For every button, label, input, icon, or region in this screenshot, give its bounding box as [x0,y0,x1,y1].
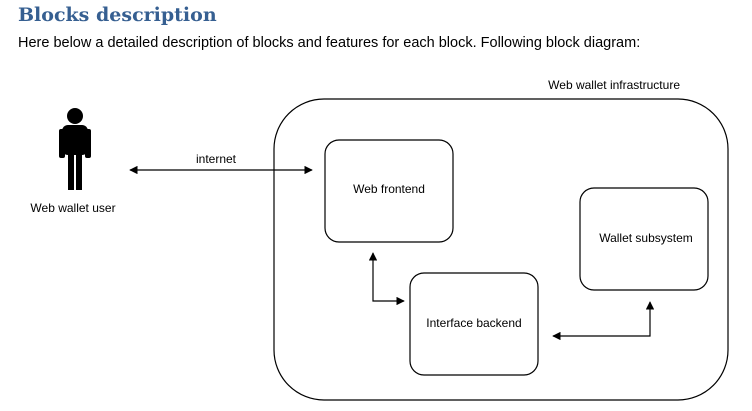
interface-backend-block [409,272,539,376]
backend-wallet-arrow [552,301,655,341]
web-frontend-label: Web frontend [353,182,425,196]
section-heading: Blocks description [18,4,217,26]
interface-backend-label: Interface backend [426,316,521,330]
wallet-subsystem-block [579,187,709,291]
intro-paragraph: Here below a detailed description of blo… [18,35,641,51]
internet-label: internet [196,152,237,166]
infrastructure-label: Web wallet infrastructure [548,78,680,92]
frontend-backend-arrow [368,252,405,306]
user-icon [59,108,91,190]
user-label: Web wallet user [30,201,115,215]
web-frontend-block [324,139,454,243]
infrastructure-container [273,98,729,401]
wallet-subsystem-label: Wallet subsystem [599,231,693,245]
